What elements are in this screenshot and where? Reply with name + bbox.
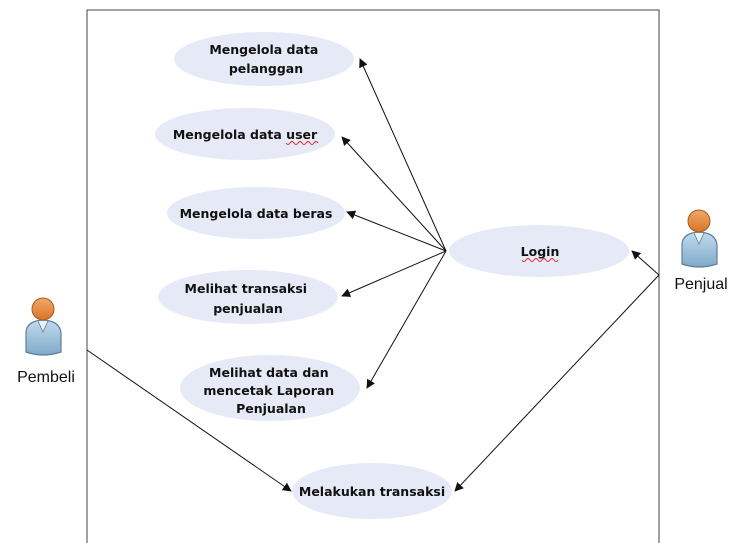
spellcheck-underline-login xyxy=(521,258,559,262)
usecase-lihat-transaksi-label: Melihat transaksi penjualan xyxy=(185,281,312,316)
assoc-login-user xyxy=(341,136,447,252)
actor-pembeli-icon xyxy=(25,297,62,356)
usecase-kelola-user[interactable] xyxy=(155,108,335,160)
usecase-login-label: Login xyxy=(521,244,560,259)
usecase-login[interactable] xyxy=(449,225,629,277)
assoc-penjual-login xyxy=(631,250,660,276)
usecase-kelola-beras-label: Mengelola data beras xyxy=(180,206,333,221)
usecase-kelola-pelanggan[interactable] xyxy=(174,32,354,86)
assoc-login-laporan xyxy=(366,250,447,389)
usecase-kelola-user-label: Mengelola data user xyxy=(173,127,318,142)
usecase-kelola-pelanggan-label: Mengelola data pelanggan xyxy=(209,42,322,76)
usecase-laporan-label: Melihat data dan mencetak Laporan Penjua… xyxy=(203,365,338,416)
actor-penjual-label: Penjual xyxy=(674,276,727,293)
system-boundary xyxy=(86,9,660,543)
usecase-transaksi-label: Melakukan transaksi xyxy=(299,484,445,499)
usecase-kelola-beras[interactable] xyxy=(167,187,345,239)
assoc-login-transaksi-view xyxy=(341,250,447,297)
usecase-transaksi[interactable] xyxy=(292,463,452,519)
actor-pembeli-label: Pembeli xyxy=(17,369,75,386)
actor-penjual-icon xyxy=(681,209,718,268)
assoc-login-pelanggan xyxy=(359,58,447,252)
spellcheck-underline-user xyxy=(285,141,319,145)
usecase-laporan[interactable] xyxy=(180,355,360,421)
assoc-pembeli-transaksi xyxy=(86,349,292,492)
assoc-login-beras xyxy=(346,210,447,252)
assoc-penjual-transaksi xyxy=(454,274,660,492)
usecase-lihat-transaksi[interactable] xyxy=(158,270,338,324)
